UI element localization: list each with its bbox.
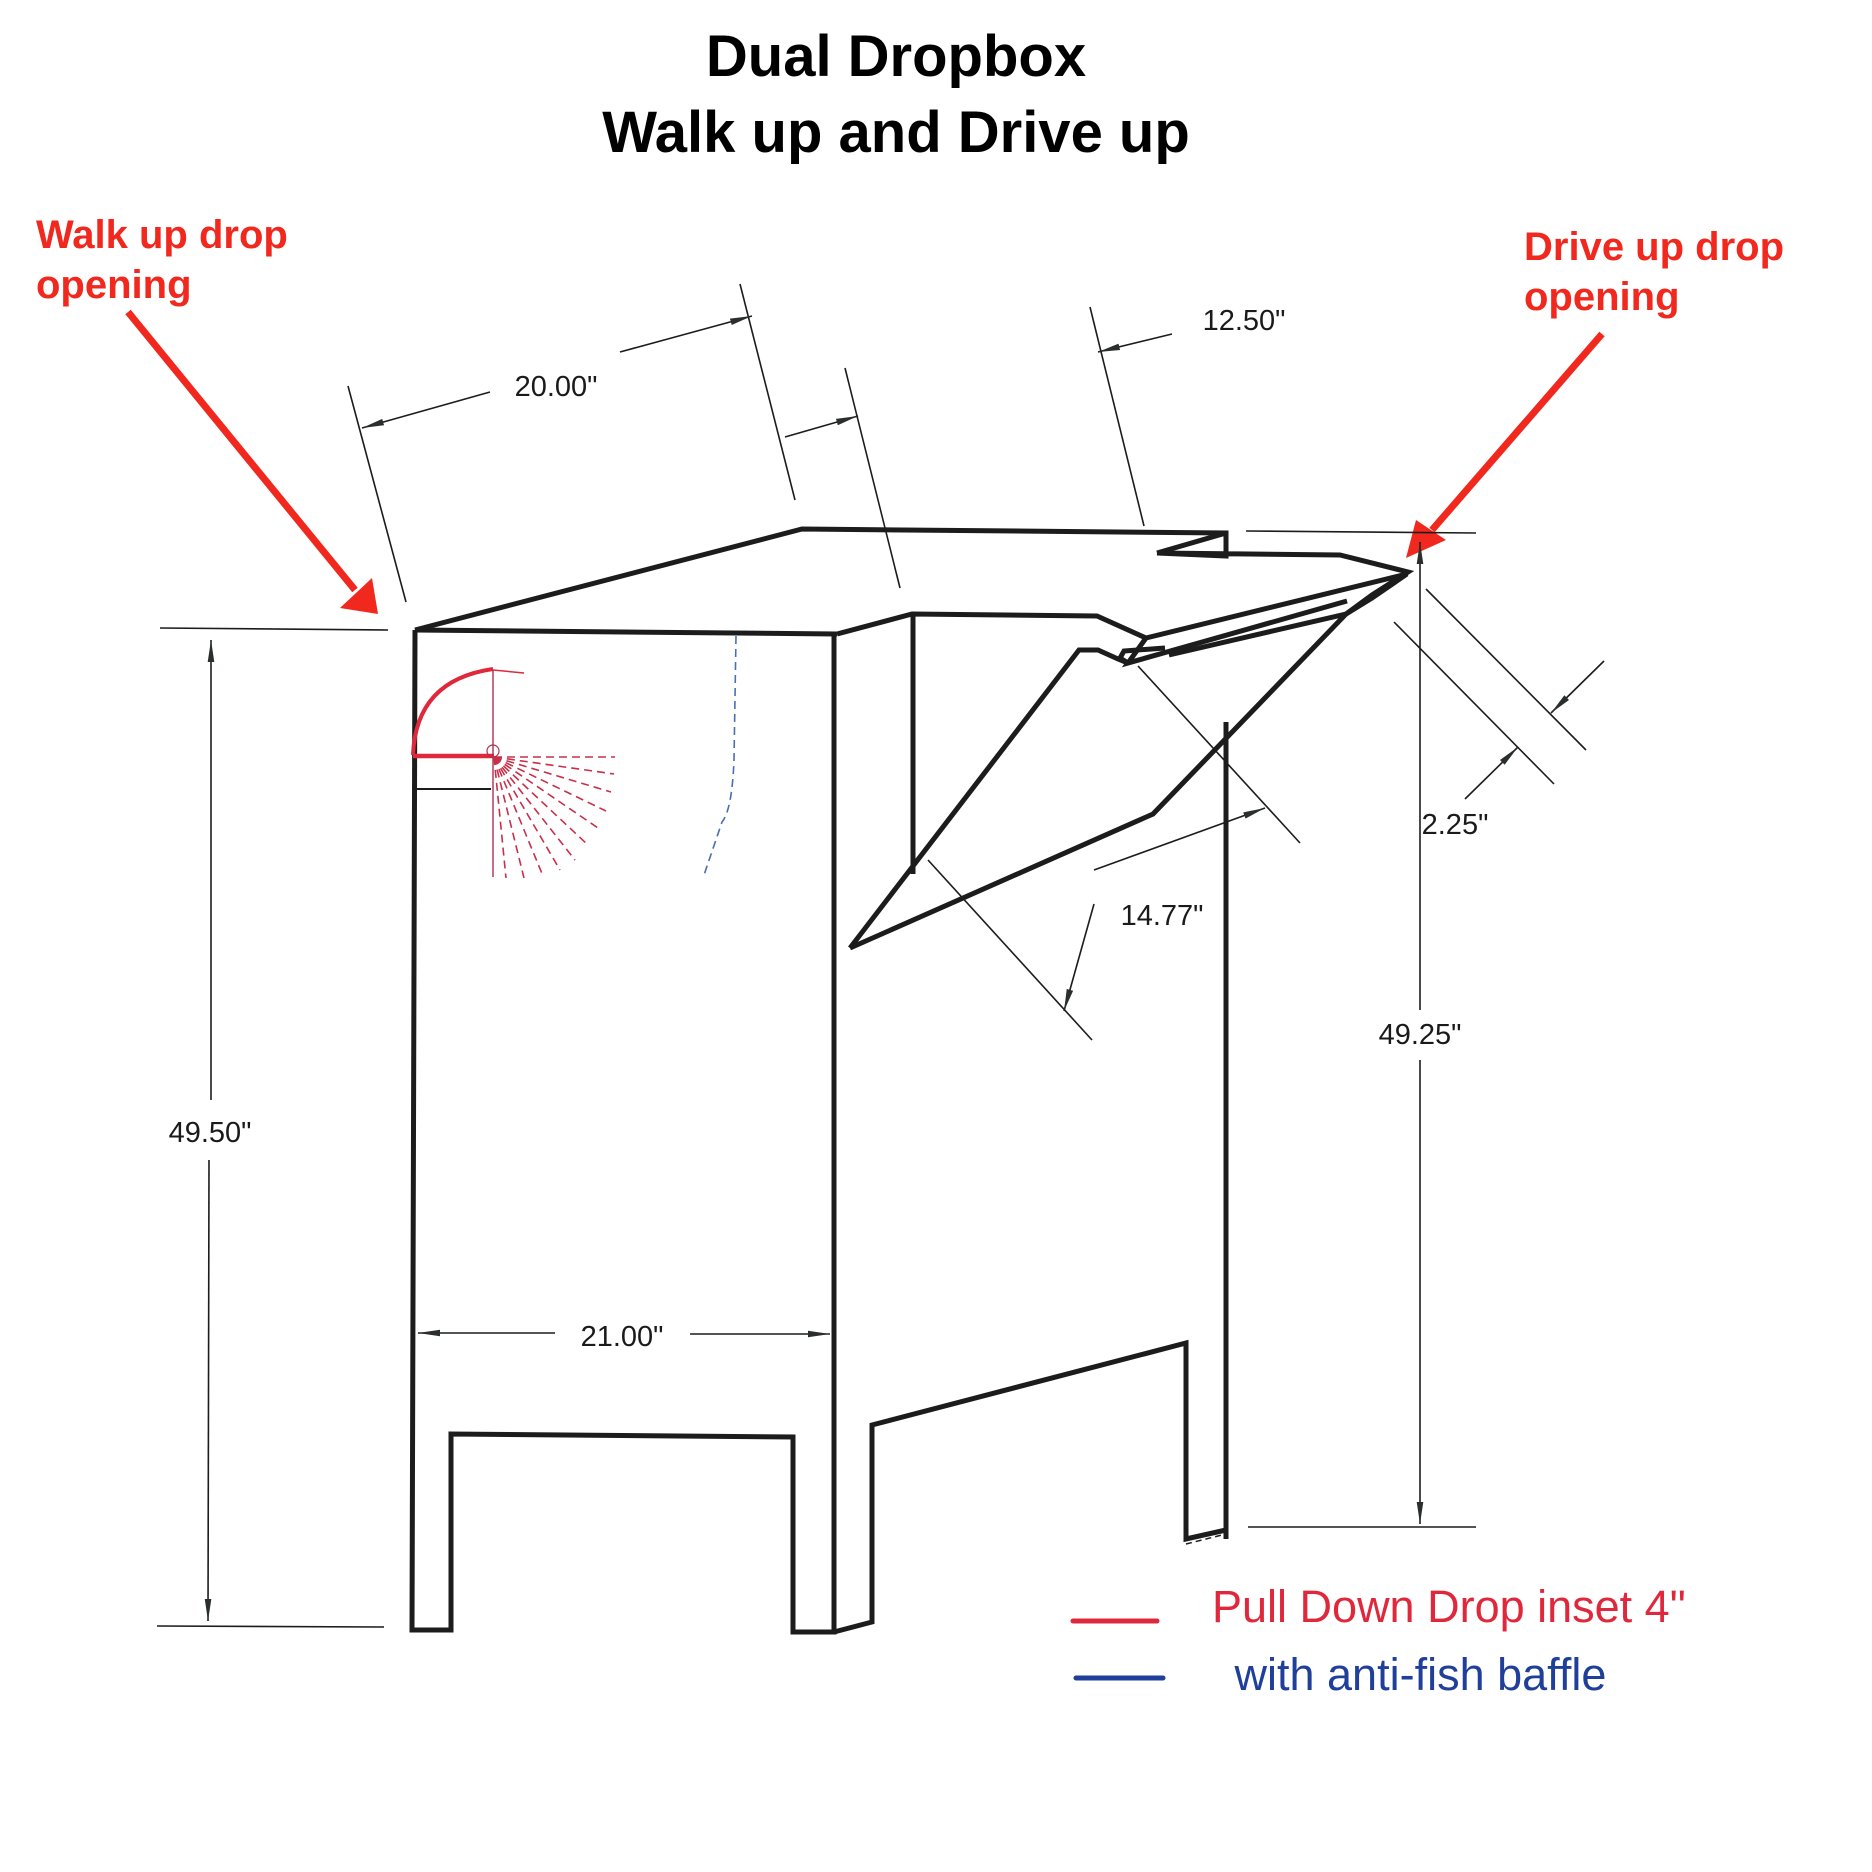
walk-up-label-line-2: opening xyxy=(36,263,192,307)
dimension-right-height-label: 49.25" xyxy=(1379,1019,1462,1051)
dimension-left-height: 49.50" xyxy=(156,627,389,1628)
dropbox-outline xyxy=(409,526,1415,1635)
pull-down-drop-icon xyxy=(411,667,615,879)
dimension-right-height: 49.25" xyxy=(1245,530,1477,1528)
legend-item-anti-fish-baffle: with anti-fish baffle xyxy=(1222,1649,1606,1700)
dimension-top-slot: 12.50" xyxy=(1089,305,1286,527)
drive-up-label-line-1: Drive up drop xyxy=(1524,225,1784,269)
dimension-left-height-label: 49.50" xyxy=(169,1117,252,1149)
dimension-front-width: 21.00" xyxy=(418,1321,830,1353)
legend-item-pull-down-drop: Pull Down Drop inset 4" xyxy=(1212,1581,1686,1632)
drive-up-callout: Drive up drop opening xyxy=(1406,225,1784,558)
legend: Pull Down Drop inset 4" with anti-fish b… xyxy=(1070,1581,1686,1700)
dimension-front-width-label: 21.00" xyxy=(581,1321,664,1353)
anti-fish-baffle-icon xyxy=(702,635,737,879)
dimension-top-slot-label: 12.50" xyxy=(1203,305,1286,337)
dimension-slot-opening: 2.25" xyxy=(1393,588,1605,841)
dimension-chute-length: 14.77" xyxy=(927,665,1301,1041)
drive-up-label-line-2: opening xyxy=(1524,275,1680,319)
drive-up-arrow-icon xyxy=(1406,331,1605,558)
title-line-2: Walk up and Drive up xyxy=(602,100,1190,165)
dimension-chute-length-label: 14.77" xyxy=(1121,900,1204,932)
walk-up-arrow-icon xyxy=(125,309,378,614)
dimension-slot-opening-label: 2.25" xyxy=(1422,809,1489,841)
dimension-top-offset xyxy=(784,367,901,589)
dimension-top-depth-label: 20.00" xyxy=(515,371,598,403)
walk-up-label-line-1: Walk up drop xyxy=(36,213,288,257)
dimension-top-depth: 20.00" xyxy=(347,283,796,603)
title-line-1: Dual Dropbox xyxy=(706,24,1086,89)
walk-up-callout: Walk up drop opening xyxy=(36,213,378,614)
